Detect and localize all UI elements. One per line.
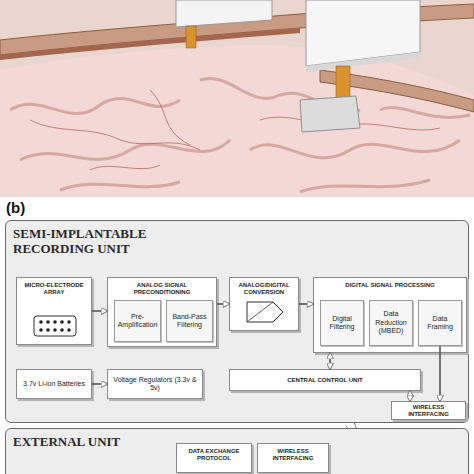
box-label: Band-Pass Filtering bbox=[167, 313, 212, 330]
bandpass-box: Band-Pass Filtering bbox=[166, 300, 213, 342]
preconditioning-box: ANALOG SIGNAL PRECONDITIONING Pre-Amplifi… bbox=[107, 277, 217, 347]
data-reduction-box: Data Reduction (MBED) bbox=[369, 300, 413, 346]
box-label: 3.7v Li-ion Batteries bbox=[21, 380, 87, 389]
blood-vessels bbox=[30, 90, 440, 170]
dsp-box: DIGITAL SIGNAL PROCESSING Digital Filteri… bbox=[313, 277, 467, 353]
implant-housing-left bbox=[176, 0, 272, 27]
box-label: Pre-Amplification bbox=[115, 313, 160, 330]
data-framing-box: Data Framing bbox=[418, 300, 462, 346]
battery-box: 3.7v Li-ion Batteries bbox=[16, 369, 92, 399]
digital-filter-box: Digital Filtering bbox=[320, 300, 364, 346]
box-label: Data Framing bbox=[419, 315, 461, 332]
box-label: DIGITAL SIGNAL PROCESSING bbox=[314, 278, 466, 289]
control-unit-box: CENTRAL CONTROL UNIT bbox=[229, 369, 421, 391]
preamp-box: Pre-Amplification bbox=[114, 300, 161, 342]
panel-label: (b) bbox=[6, 199, 25, 216]
brain-surface bbox=[0, 45, 474, 197]
electrode-ribbon-left bbox=[186, 26, 196, 48]
box-label: Data Reduction (MBED) bbox=[370, 310, 412, 336]
adc-symbol bbox=[243, 300, 287, 324]
electrode-grid-icon bbox=[33, 314, 77, 338]
box-label: Digital Filtering bbox=[321, 315, 363, 332]
box-label: DATA EXCHANGE PROTOCOL bbox=[177, 444, 251, 462]
box-label: CENTRAL CONTROL UNIT bbox=[284, 377, 365, 384]
wireless-box: WIRELESS INTERFACING bbox=[391, 401, 466, 420]
brain-implant-illustration bbox=[0, 0, 474, 197]
electrode-array-plate bbox=[300, 96, 360, 132]
wireless-box: WIRELESS INTERFACING bbox=[257, 443, 329, 473]
box-label: WIRELESS INTERFACING bbox=[392, 404, 465, 418]
protocol-box: DATA EXCHANGE PROTOCOL bbox=[176, 443, 252, 473]
box-label: ANALOG/DIGITAL CONVERSION bbox=[230, 278, 298, 296]
box-label: WIRELESS INTERFACING bbox=[258, 444, 328, 462]
box-label: Voltage Regulators (3.3v & 5v) bbox=[108, 376, 202, 393]
box-label: ANALOG SIGNAL PRECONDITIONING bbox=[108, 278, 216, 296]
unit-title: EXTERNAL UNIT bbox=[13, 434, 178, 449]
unit-title: SEMI-IMPLANTABLE RECORDING UNIT bbox=[13, 226, 178, 256]
electrode-array-box: MICRO-ELECTRODE ARRAY bbox=[16, 277, 92, 345]
adc-box: ANALOG/DIGITAL CONVERSION bbox=[229, 277, 299, 331]
external-unit-panel: EXTERNAL UNITDATA EXCHANGE PROTOCOL WIREL… bbox=[5, 428, 469, 474]
housing-base bbox=[306, 52, 420, 72]
dura-layer bbox=[0, 28, 300, 60]
recording-unit-panel: SEMI-IMPLANTABLE RECORDING UNIT MICRO-ELE… bbox=[5, 220, 469, 423]
tissue-ground bbox=[0, 0, 474, 197]
regulator-box: Voltage Regulators (3.3v & 5v) bbox=[107, 369, 203, 399]
box-label: MICRO-ELECTRODE ARRAY bbox=[17, 278, 91, 296]
